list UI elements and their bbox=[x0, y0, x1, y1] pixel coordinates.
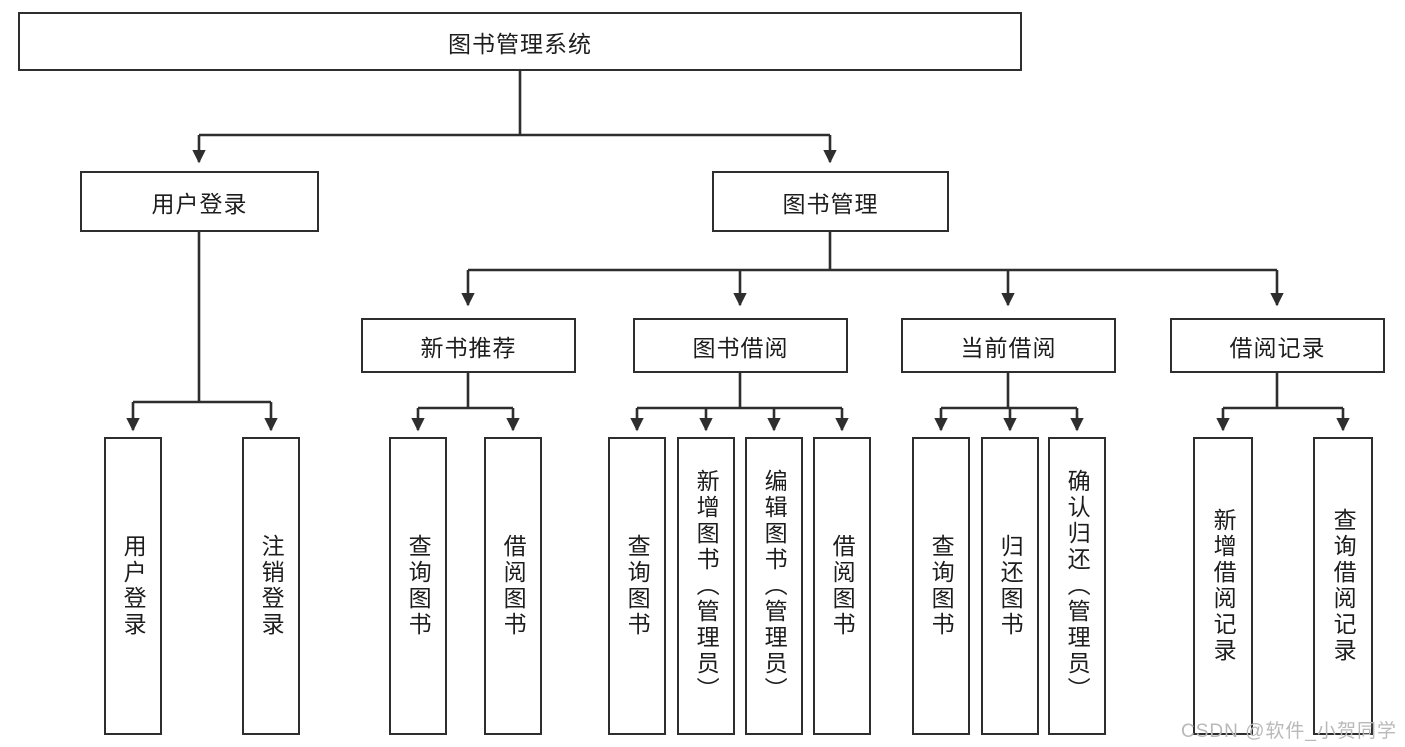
node-book-borrow[interactable]: 图书借阅 bbox=[633, 318, 848, 373]
node-label: 新增借阅记录 bbox=[1210, 508, 1237, 664]
node-borrow-record[interactable]: 借阅记录 bbox=[1170, 318, 1385, 373]
node-label: 图书借阅 bbox=[692, 334, 789, 361]
node-book-management[interactable]: 图书管理 bbox=[712, 171, 949, 232]
node-label: 编辑图书（管理员） bbox=[761, 469, 788, 703]
node-new-book-recommend[interactable]: 新书推荐 bbox=[361, 318, 576, 373]
leaf-user-login[interactable]: 用户登录 bbox=[104, 437, 162, 735]
node-label: 查询借阅记录 bbox=[1330, 508, 1357, 664]
node-label: 用户登录 bbox=[120, 534, 147, 638]
leaf-query-book-borrow[interactable]: 查询图书 bbox=[608, 437, 666, 735]
node-label: 新增图书（管理员） bbox=[693, 469, 720, 703]
node-label: 确认归还（管理员） bbox=[1064, 469, 1091, 703]
leaf-borrow-book[interactable]: 借阅图书 bbox=[813, 437, 871, 735]
node-label: 查询图书 bbox=[928, 534, 955, 638]
leaf-user-logout[interactable]: 注销登录 bbox=[242, 437, 300, 735]
node-current-borrow[interactable]: 当前借阅 bbox=[901, 318, 1116, 373]
node-label: 注销登录 bbox=[258, 534, 285, 638]
leaf-query-book-recommend[interactable]: 查询图书 bbox=[389, 437, 447, 735]
node-label: 归还图书 bbox=[997, 534, 1024, 638]
leaf-query-book-current[interactable]: 查询图书 bbox=[912, 437, 970, 735]
leaf-return-book[interactable]: 归还图书 bbox=[981, 437, 1039, 735]
leaf-confirm-return-admin[interactable]: 确认归还（管理员） bbox=[1048, 437, 1106, 735]
leaf-add-book-admin[interactable]: 新增图书（管理员） bbox=[677, 437, 735, 735]
node-label: 借阅记录 bbox=[1229, 334, 1326, 361]
node-label: 查询图书 bbox=[624, 534, 651, 638]
node-label: 借阅图书 bbox=[829, 534, 856, 638]
node-user-login[interactable]: 用户登录 bbox=[80, 171, 319, 232]
node-label: 新书推荐 bbox=[420, 334, 517, 361]
node-label: 当前借阅 bbox=[960, 334, 1057, 361]
leaf-edit-book-admin[interactable]: 编辑图书（管理员） bbox=[745, 437, 803, 735]
node-label: 查询图书 bbox=[405, 534, 432, 638]
node-root-system[interactable]: 图书管理系统 bbox=[18, 12, 1022, 71]
leaf-add-borrow-record[interactable]: 新增借阅记录 bbox=[1193, 437, 1253, 735]
leaf-borrow-book-recommend[interactable]: 借阅图书 bbox=[484, 437, 542, 735]
watermark-text: CSDN @软件_小贺同学 bbox=[1181, 721, 1397, 742]
node-label: 图书管理 bbox=[782, 190, 879, 217]
node-label: 图书管理系统 bbox=[448, 30, 592, 57]
node-label: 借阅图书 bbox=[500, 534, 527, 638]
leaf-query-borrow-record[interactable]: 查询借阅记录 bbox=[1313, 437, 1373, 735]
node-label: 用户登录 bbox=[151, 190, 248, 217]
